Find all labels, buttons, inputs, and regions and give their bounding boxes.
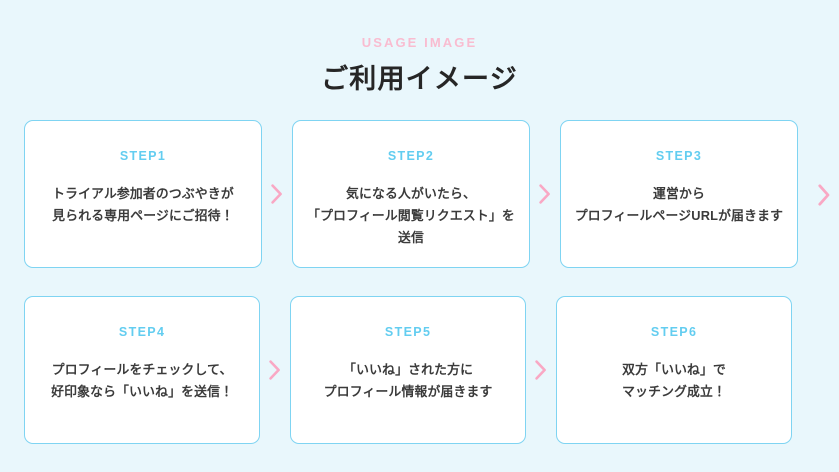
step-body-line: トライアル参加者のつぶやきが <box>52 185 234 201</box>
page-title: ご利用イメージ <box>321 64 518 94</box>
step-body-line: プロフィール情報が届きます <box>323 383 493 399</box>
step-arrow-gap-3 <box>816 120 839 268</box>
step-label-1: STEP1 <box>119 149 167 163</box>
step-card-3[interactable]: STEP3 運営から プロフィールページURLが届きます <box>560 120 798 268</box>
chevron-right-icon <box>271 184 283 204</box>
step-body-line: 好印象なら「いいね」を送信！ <box>51 383 234 399</box>
step-body-line: 「プロフィール閲覧リクエスト」を <box>307 207 515 223</box>
step-body-line: プロフィールページURLが届きます <box>574 207 784 223</box>
step-body-1: トライアル参加者のつぶやきが 見られる専用ページにご招待！ <box>44 183 242 227</box>
step-body-line: マッチング成立！ <box>622 383 727 399</box>
section-header: USAGE IMAGE ご利用イメージ <box>0 0 839 95</box>
steps-row-2: STEP4 プロフィールをチェックして、 好印象なら「いいね」を送信！ STEP… <box>24 296 816 444</box>
step-arrow-gap-5 <box>526 296 556 444</box>
step-body-4: プロフィールをチェックして、 好印象なら「いいね」を送信！ <box>43 359 241 403</box>
step-body-line: 気になる人がいたら、 <box>346 185 476 201</box>
step-card-6[interactable]: STEP6 双方「いいね」で マッチング成立！ <box>555 296 793 444</box>
step-label-6: STEP6 <box>650 325 698 339</box>
step-body-2: 気になる人がいたら、 「プロフィール閲覧リクエスト」を 送信 <box>299 183 523 249</box>
step-body-line: 運営から <box>652 185 705 201</box>
steps-row-1: STEP1 トライアル参加者のつぶやきが 見られる専用ページにご招待！ STEP… <box>24 120 830 268</box>
step-card-5[interactable]: STEP5 「いいね」された方に プロフィール情報が届きます <box>289 296 527 444</box>
step-body-line: プロフィールをチェックして、 <box>51 361 233 377</box>
step-body-5: 「いいね」された方に プロフィール情報が届きます <box>316 359 501 403</box>
section-eyebrow: USAGE IMAGE <box>361 35 478 50</box>
step-card-4[interactable]: STEP4 プロフィールをチェックして、 好印象なら「いいね」を送信！ <box>24 296 261 444</box>
step-label-5: STEP5 <box>384 325 432 339</box>
step-body-line: 見られる専用ページにご招待！ <box>52 207 234 223</box>
chevron-right-icon <box>539 184 551 204</box>
chevron-right-icon <box>269 360 281 380</box>
step-body-6: 双方「いいね」で マッチング成立！ <box>614 359 734 403</box>
step-label-2: STEP2 <box>387 149 435 163</box>
step-label-3: STEP3 <box>655 149 703 163</box>
step-card-1[interactable]: STEP1 トライアル参加者のつぶやきが 見られる専用ページにご招待！ <box>24 120 262 268</box>
step-body-line: 双方「いいね」で <box>622 361 727 377</box>
row-2-trailing-spacer <box>792 296 816 444</box>
step-arrow-gap-2 <box>530 120 560 268</box>
step-body-3: 運営から プロフィールページURLが届きます <box>567 183 791 227</box>
chevron-right-icon <box>535 360 547 380</box>
step-card-2[interactable]: STEP2 気になる人がいたら、 「プロフィール閲覧リクエスト」を 送信 <box>292 120 530 268</box>
steps-grid: STEP1 トライアル参加者のつぶやきが 見られる専用ページにご招待！ STEP… <box>24 120 830 444</box>
step-body-line: 「いいね」された方に <box>343 361 474 377</box>
step-arrow-gap-4 <box>260 296 290 444</box>
chevron-right-icon <box>818 184 830 206</box>
step-body-line: 送信 <box>397 229 424 245</box>
step-arrow-gap-1 <box>262 120 292 268</box>
step-label-4: STEP4 <box>118 325 166 339</box>
